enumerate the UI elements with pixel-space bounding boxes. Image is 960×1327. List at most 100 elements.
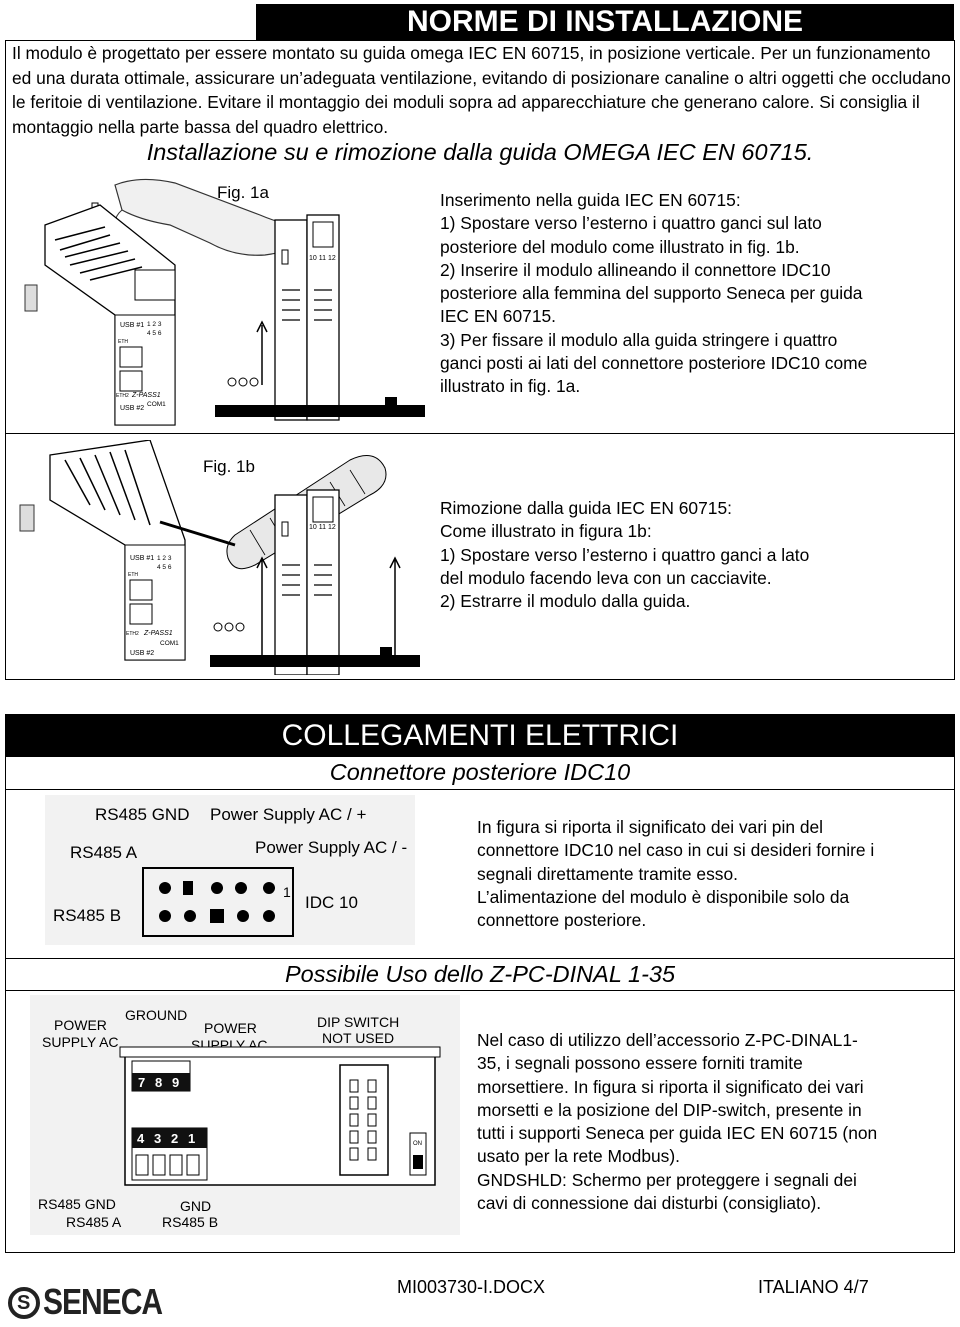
dinal-diagram: POWER SUPPLY AC GROUND POWER SUPPLY AC D… [30, 995, 460, 1235]
wiring-panel [5, 756, 955, 1253]
dinal-divider-2 [5, 990, 955, 991]
idc-subtitle: Connettore posteriore IDC10 [329, 759, 631, 785]
fig1a-line: posteriore alla femmina del supporto Sen… [440, 283, 863, 304]
idc-line: connettore IDC10 nel caso in cui si desi… [477, 840, 875, 861]
svg-text:POWER: POWER [204, 1020, 257, 1036]
svg-text:POWER: POWER [54, 1017, 107, 1033]
fig1a-line: posteriore del modulo come illustrato in… [440, 236, 800, 257]
svg-text:RS485 A: RS485 A [66, 1214, 122, 1230]
svg-text:2: 2 [171, 1131, 178, 1146]
svg-text:ETH2: ETH2 [116, 393, 129, 399]
svg-text:USB #1: USB #1 [130, 555, 154, 562]
screwdriver-shape [159, 455, 387, 570]
dinal-line: Nel caso di utilizzo dell’accessorio Z-P… [477, 1030, 858, 1050]
svg-text:9: 9 [172, 1075, 179, 1090]
fig1b-label: Fig. 1b [203, 457, 255, 476]
dinal-svg: POWER SUPPLY AC GROUND POWER SUPPLY AC D… [38, 1007, 441, 1230]
install-subtitle: Installazione su e rimozione dalla guida… [146, 139, 814, 165]
dinal-line: morsettiere. In figura si riporta il sig… [477, 1076, 864, 1097]
fig1a-line: IEC EN 60715. [440, 306, 557, 327]
svg-text:1: 1 [188, 1131, 195, 1146]
dinal-line: cavi di connessione dai disturbi (consig… [477, 1193, 822, 1214]
svg-text:10 11 12: 10 11 12 [309, 524, 336, 531]
dinal-line: GNDSHLD: Schermo per proteggere i segnal… [477, 1169, 857, 1190]
fig1a-line: illustrato in fig. 1a. [440, 376, 581, 397]
svg-text:4 5 6: 4 5 6 [147, 330, 162, 337]
install-intro-text: Il modulo è progettato per essere montat… [12, 43, 951, 137]
fig1a-line: 1) Spostare verso l’esterno i quattro ga… [440, 213, 822, 234]
install-divider [5, 433, 955, 434]
idc-divider [5, 789, 955, 790]
install-intro: Il modulo è progettato per essere montat… [12, 41, 952, 139]
svg-text:RS485 GND: RS485 GND [38, 1196, 116, 1212]
svg-text:IDC 10: IDC 10 [305, 893, 358, 912]
fig1b-illustration: USB #1 1 2 3 4 5 6 ETH ETH2 Z-PASS1 COM1… [10, 439, 430, 676]
svg-text:NOT USED: NOT USED [322, 1030, 394, 1046]
install-panel [5, 40, 955, 680]
idc10-diagram: RS485 GND Power Supply AC / + RS485 A Po… [45, 795, 415, 945]
fig1a-text: Inserimento nella guida IEC EN 60715: 1)… [440, 189, 950, 399]
fig1a-illustration: USB #1 1 2 3 4 5 6 ETH ETH2 Z-PASS1 COM1… [10, 175, 430, 430]
svg-text:1: 1 [283, 884, 291, 900]
fig1b-svg: USB #1 1 2 3 4 5 6 ETH ETH2 Z-PASS1 COM1… [19, 439, 420, 676]
svg-text:RS485 B: RS485 B [162, 1214, 218, 1230]
wiring-title: COLLEGAMENTI ELETTRICI [281, 719, 679, 752]
fig1a-line: 2) Inserire il modulo allineando il conn… [440, 259, 831, 280]
idc-text: In figura si riporta il significato dei … [477, 816, 947, 932]
fig1a-label: Fig. 1a [217, 183, 269, 202]
install-title: NORME DI INSTALLAZIONE [406, 5, 804, 38]
svg-text:Power Supply AC / -: Power Supply AC / - [255, 838, 407, 857]
fig1b-line: Rimozione dalla guida IEC EN 60715: [440, 498, 732, 518]
dinal-line: 35, i segnali possono essere forniti tra… [477, 1053, 803, 1074]
svg-text:RS485 B: RS485 B [53, 906, 121, 925]
fig1b-line: Come illustrato in figura 1b: [440, 521, 652, 542]
idc-line: L’alimentazione del modulo è disponibile… [477, 886, 850, 907]
seneca-logo-icon: S [8, 1287, 40, 1319]
fig1a-line: 3) Per fissare il modulo alla guida stri… [440, 329, 838, 350]
seneca-logo: S SENECA [8, 1282, 163, 1323]
install-title-banner: NORME DI INSTALLAZIONE [256, 4, 954, 40]
svg-text:Power Supply AC / +: Power Supply AC / + [210, 805, 366, 824]
dinal-text: Nel caso di utilizzo dell’accessorio Z-P… [477, 1029, 947, 1215]
svg-text:1 2 3: 1 2 3 [157, 555, 172, 562]
svg-text:GROUND: GROUND [125, 1007, 187, 1023]
svg-text:ON: ON [413, 1141, 422, 1147]
fig1a-svg: USB #1 1 2 3 4 5 6 ETH ETH2 Z-PASS1 COM1… [24, 178, 425, 426]
svg-text:ETH: ETH [128, 572, 138, 578]
svg-text:3: 3 [154, 1131, 161, 1146]
svg-text:SUPPLY AC: SUPPLY AC [42, 1034, 119, 1050]
svg-text:RS485 A: RS485 A [70, 843, 138, 862]
svg-text:Z-PASS1: Z-PASS1 [143, 630, 173, 637]
svg-text:DIP SWITCH: DIP SWITCH [317, 1014, 399, 1030]
svg-text:4: 4 [137, 1131, 145, 1146]
svg-text:USB #2: USB #2 [120, 405, 144, 412]
svg-text:7: 7 [138, 1075, 145, 1090]
dinal-line: tutti i supporti Seneca per guida IEC EN… [477, 1123, 878, 1144]
idc-line: segnali direttamente tramite esso. [477, 863, 738, 884]
seneca-logo-text: SENECA [43, 1282, 163, 1323]
svg-text:ETH: ETH [118, 339, 128, 345]
svg-text:1 2 3: 1 2 3 [147, 321, 162, 328]
footer-page: ITALIANO 4/7 [758, 1277, 869, 1297]
fig1b-text: Rimozione dalla guida IEC EN 60715: Come… [440, 497, 950, 613]
svg-text:ETH2: ETH2 [126, 631, 139, 637]
svg-text:USB #2: USB #2 [130, 650, 154, 657]
svg-text:10 11 12: 10 11 12 [309, 255, 336, 262]
fig1b-line: del modulo facendo leva con un cacciavit… [440, 567, 772, 588]
fig1b-line: 2) Estrarre il modulo dalla guida. [440, 591, 691, 612]
fig1b-line: 1) Spostare verso l’esterno i quattro ga… [440, 544, 810, 565]
dinal-divider [5, 958, 955, 959]
idc10-svg: RS485 GND Power Supply AC / + RS485 A Po… [53, 805, 407, 937]
svg-text:COM1: COM1 [147, 401, 166, 408]
svg-text:RS485 GND: RS485 GND [95, 805, 189, 824]
fig1a-line: Inserimento nella guida IEC EN 60715: [440, 190, 741, 210]
svg-text:Z-PASS1: Z-PASS1 [131, 392, 161, 399]
wiring-title-banner: COLLEGAMENTI ELETTRICI [5, 714, 955, 756]
dinal-line: usato per la rete Modbus). [477, 1146, 680, 1167]
svg-text:USB #1: USB #1 [120, 322, 144, 329]
svg-text:GND: GND [180, 1198, 211, 1214]
svg-text:COM1: COM1 [160, 640, 179, 647]
fig1a-line: ganci posti ai lati del connettore poste… [440, 353, 868, 374]
svg-text:4 5 6: 4 5 6 [157, 564, 172, 571]
svg-text:8: 8 [155, 1075, 162, 1090]
